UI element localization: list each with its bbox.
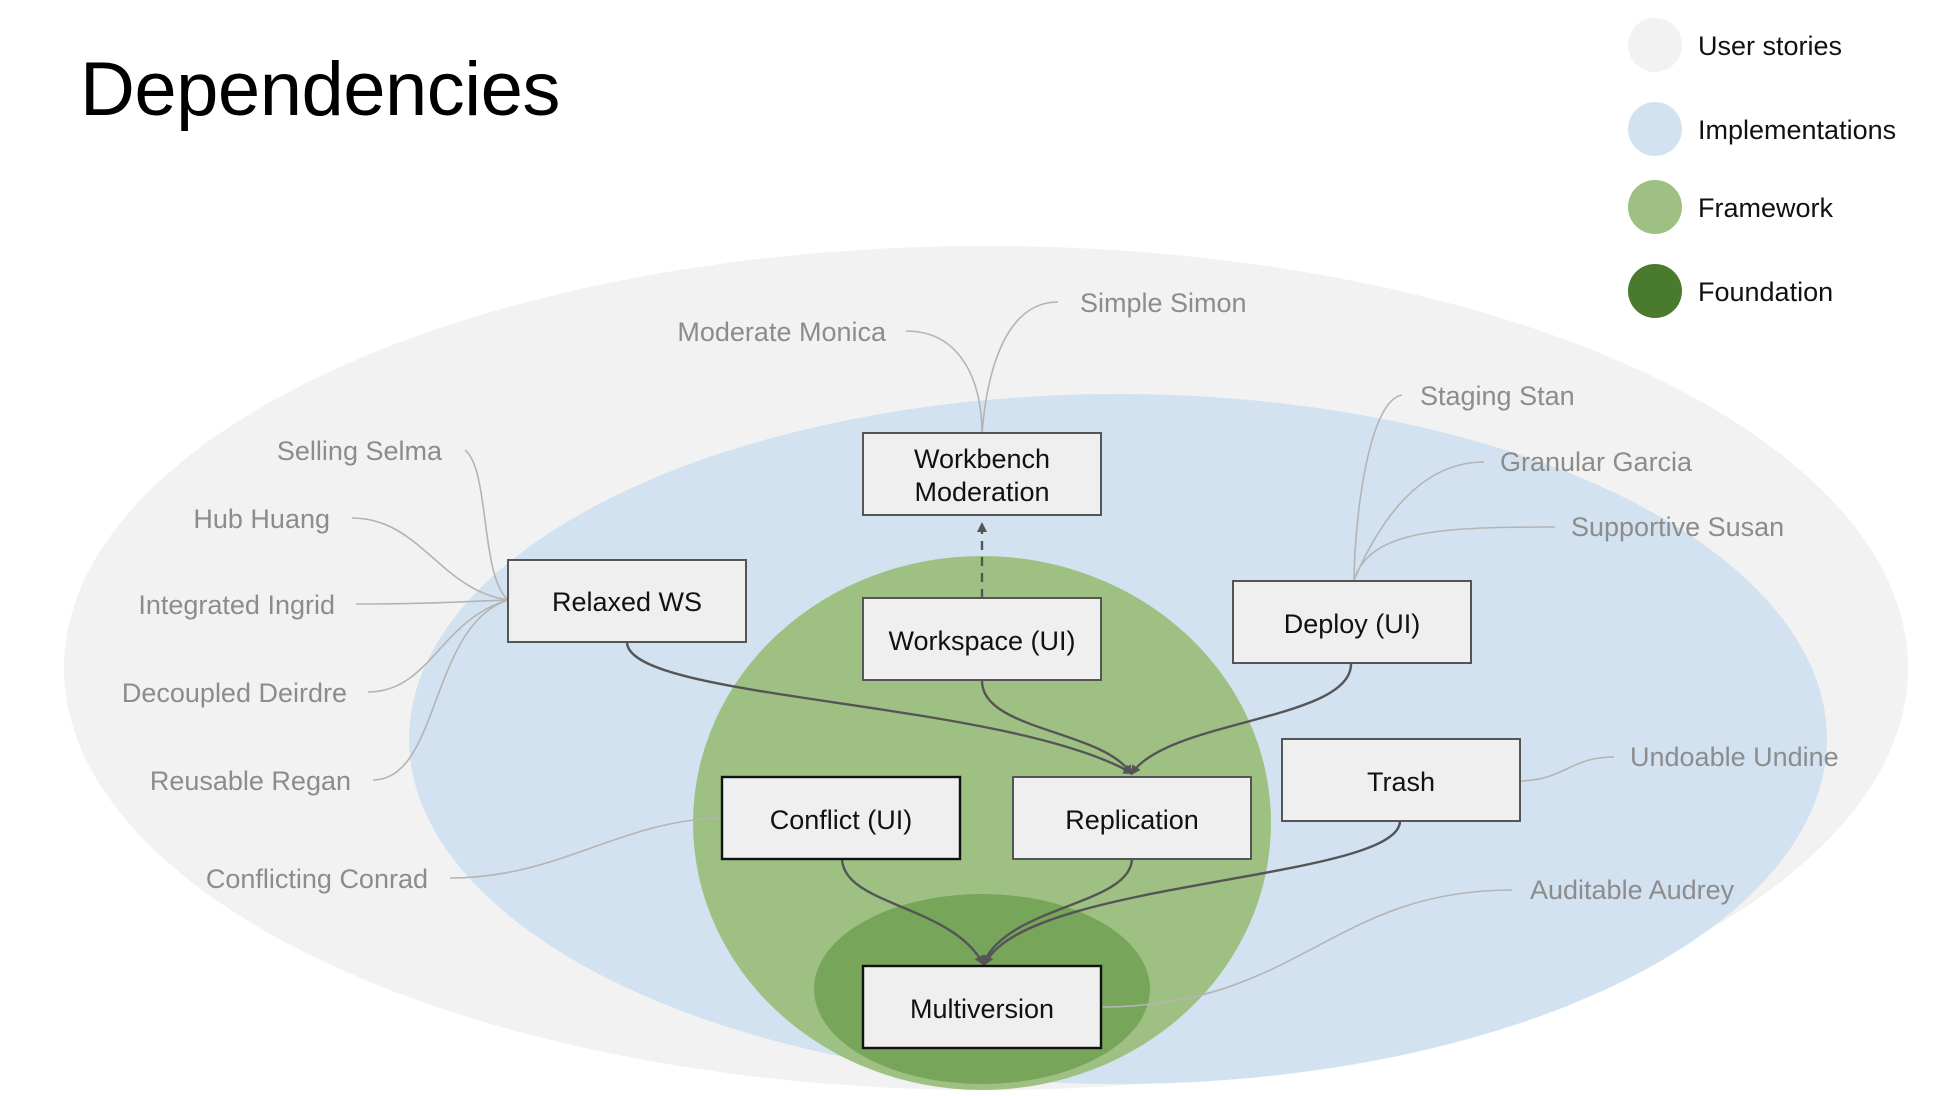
connector-undoable-undine [1519,756,1615,782]
arrow-relaxed-ws-to-replication [625,641,1134,774]
conflict-ui-box [720,775,962,861]
persona-simple-simon: Simple Simon [1080,288,1247,318]
connector-moderate-monica [905,330,983,434]
workspace-ui-box [862,597,1102,681]
arrow-deploy-to-replication [1130,663,1353,776]
arrow-conflict-to-multiversion [840,857,984,966]
arrow-replication-to-multiversion [981,857,1134,966]
persona-integrated-ingrid: Integrated Ingrid [138,590,335,620]
connector-supportive-susan [1353,526,1556,581]
connector-reusable-regan [372,599,509,781]
persona-hub-huang: Hub Huang [193,504,330,534]
multiversion-box [861,964,1103,1050]
arrow-workspace-to-replication [980,680,1133,776]
legend-swatch-implementations [1628,102,1682,156]
legend-label: Implementations [1698,115,1897,145]
legend-label: User stories [1698,31,1843,61]
page-title: Dependencies [80,47,560,132]
persona-reusable-regan: Reusable Regan [150,766,351,796]
deploy-ui-box [1232,580,1472,664]
arrow-trash-to-multiversion [984,820,1402,966]
legend-label: Foundation [1698,277,1834,307]
persona-conflicting-conrad: Conflicting Conrad [206,864,428,894]
legend-swatch-framework [1628,180,1682,234]
connector-selling-selma [464,449,509,601]
multiversion-label: Multiversion [910,994,1054,1024]
persona-decoupled-deirdre: Decoupled Deirdre [122,678,347,708]
persona-granular-garcia: Granular Garcia [1500,447,1693,477]
relaxed-ws-label: Relaxed WS [552,587,702,617]
trash-box [1281,738,1521,822]
persona-moderate-monica: Moderate Monica [677,317,887,347]
conflict-ui-label: Conflict (UI) [770,805,913,835]
persona-supportive-susan: Supportive Susan [1571,512,1784,542]
workspace-ui-label: Workspace (UI) [888,626,1075,656]
workbench-label-line2: Moderation [914,477,1049,507]
persona-auditable-audrey: Auditable Audrey [1530,875,1735,905]
relaxed-ws-box [507,559,747,643]
persona-undoable-undine: Undoable Undine [1630,742,1839,772]
connector-staging-stan [1353,394,1403,581]
trash-label: Trash [1367,767,1435,797]
legend-swatch-foundation [1628,264,1682,318]
deploy-ui-label: Deploy (UI) [1284,609,1421,639]
persona-staging-stan: Staging Stan [1420,381,1575,411]
connector-decoupled-deirdre [367,599,509,693]
legend-label: Framework [1698,193,1834,223]
workbench-label-line1: Workbench [914,444,1050,474]
connector-conflicting-conrad [449,817,723,879]
workbench-moderation-box [862,432,1102,516]
connector-integrated-ingrid [355,599,509,605]
connector-simple-simon [981,301,1059,434]
legend-swatch-user-stories [1628,18,1682,72]
connector-hub-huang [351,517,509,601]
replication-label: Replication [1065,805,1199,835]
connector-granular-garcia [1353,461,1485,581]
persona-selling-selma: Selling Selma [277,436,443,466]
connector-auditable-audrey [1099,889,1513,1008]
replication-box [1012,776,1252,860]
